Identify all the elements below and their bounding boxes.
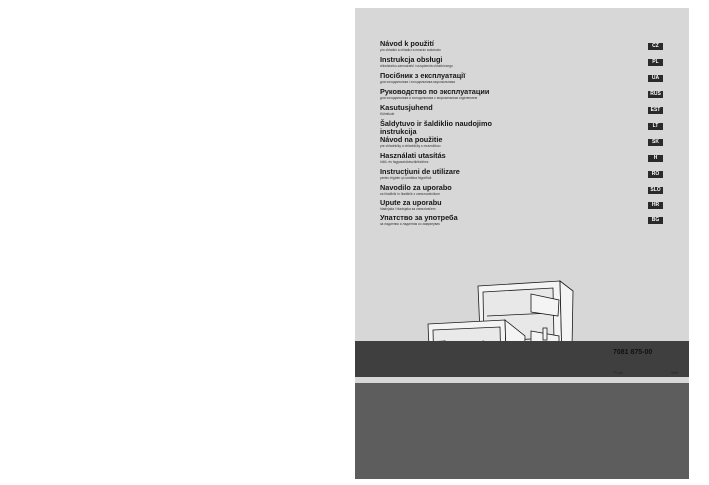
language-title: Návod na použitie xyxy=(380,135,443,144)
language-title: Navodilo za uporabo xyxy=(380,183,452,192)
language-subtitle: pentru frigider şi combina frigorifică xyxy=(380,176,432,180)
language-subtitle: за ладилник и ладилник со замрзнувач xyxy=(380,222,440,226)
light-divider xyxy=(355,377,689,383)
language-subtitle: hladnjaka i hladnjaka sa zamrzivačem xyxy=(380,207,436,211)
print-code: TT-OA xyxy=(613,371,623,375)
language-code-badge: BG xyxy=(648,217,663,224)
language-title: Упатство за употреба xyxy=(380,213,458,222)
language-code-badge: RUS xyxy=(648,91,663,98)
language-title: Kasutusjuhend xyxy=(380,103,433,112)
language-subtitle: Külmikule xyxy=(380,112,395,116)
language-title: Instrucţiuni de utilizare xyxy=(380,167,460,176)
language-code-badge: RO xyxy=(648,171,663,178)
language-subtitle: для холодильника и холодильника с морози… xyxy=(380,96,478,100)
language-code-badge: PL xyxy=(648,59,663,66)
language-code-badge: H xyxy=(648,155,663,162)
language-title-line2: instrukcija xyxy=(380,127,417,136)
language-subtitle: chłodziarko-zamrażarki i urządzenia chło… xyxy=(380,64,453,68)
print-date: 0905 xyxy=(671,371,679,375)
language-code-badge: CZ xyxy=(648,43,663,50)
language-title: Használati utasítás xyxy=(380,151,446,160)
language-code-badge: UA xyxy=(648,75,663,82)
language-subtitle: pre chladničky a chladničky s mrazničkou xyxy=(380,144,441,148)
language-subtitle: pro chladicí a chladicí a mrazicí automa… xyxy=(380,48,441,52)
language-code-badge: EST xyxy=(648,107,663,114)
language-title: Instrukcja obsługi xyxy=(380,55,443,64)
language-title: Посібник з експлуатації xyxy=(380,71,466,80)
language-title: Upute za uporabu xyxy=(380,198,442,207)
language-subtitle: hűtő- és fagyasztókészülékekhez xyxy=(380,160,429,164)
language-title: Šaldytuvo ir šaldiklio naudojimo xyxy=(380,119,492,128)
floor-band xyxy=(355,383,689,479)
language-code-badge: SK xyxy=(648,139,663,146)
language-subtitle: za hladilnik in hladilnik z zamrzovalnik… xyxy=(380,192,440,196)
language-subtitle: для холодильника і холодильника-морозиль… xyxy=(380,80,455,84)
dark-band xyxy=(355,341,689,377)
language-code-badge: LT xyxy=(648,123,663,130)
language-title: Руководство по эксплуатации xyxy=(380,87,490,96)
language-code-badge: HR xyxy=(648,202,663,209)
language-code-badge: SLO xyxy=(648,187,663,194)
language-title: Návod k použití xyxy=(380,39,434,48)
part-number: 7081 875-00 xyxy=(613,349,653,356)
